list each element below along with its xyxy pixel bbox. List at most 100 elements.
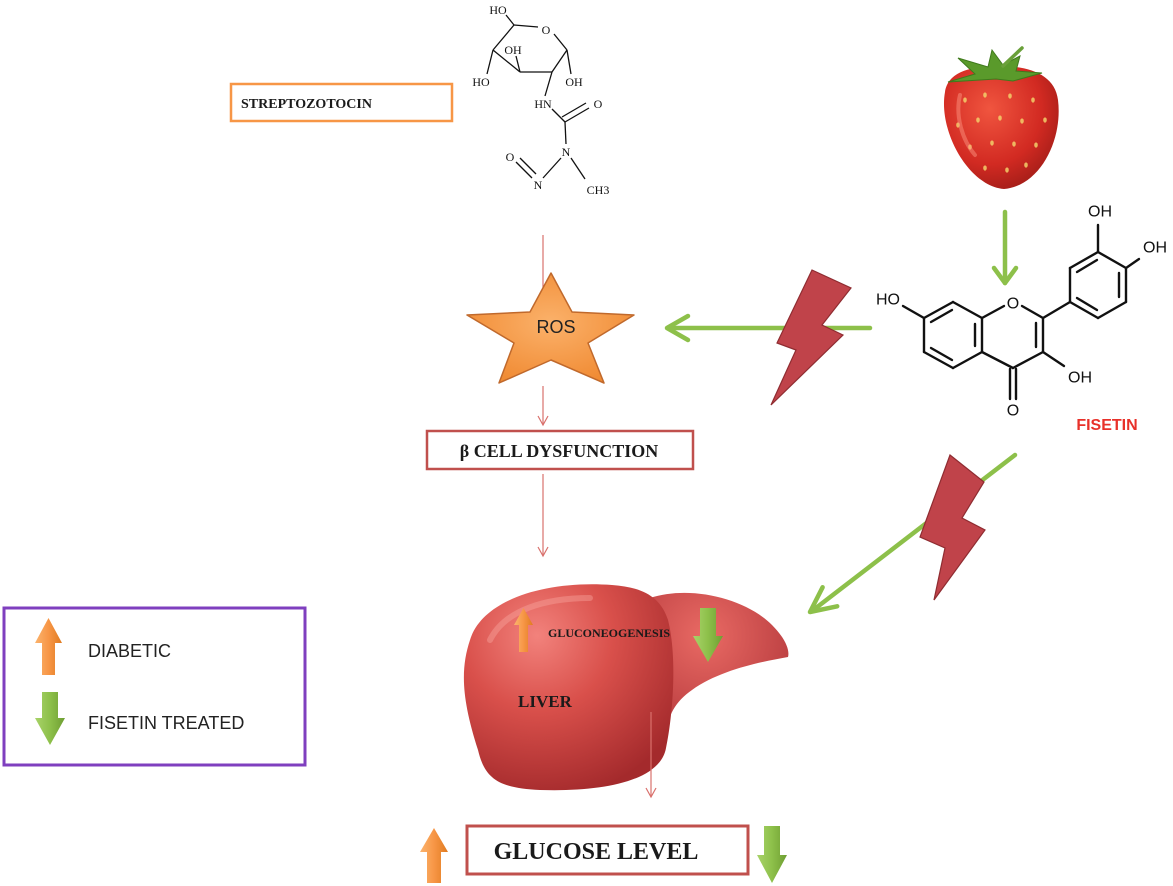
- seed: [968, 144, 972, 150]
- liver-left-lobe: [463, 584, 674, 791]
- atom-label: HO: [876, 292, 900, 309]
- glucose-box: GLUCOSE LEVEL: [465, 824, 750, 876]
- bond: [922, 300, 955, 320]
- bond: [1096, 250, 1128, 270]
- strawberry-stem: [1001, 46, 1024, 68]
- bond: [1068, 300, 1100, 320]
- bond: [486, 49, 494, 75]
- strawberry-icon: [943, 46, 1059, 189]
- beta-cell-label: β CELL DYSFUNCTION: [460, 441, 659, 461]
- bond: [513, 24, 539, 28]
- bond: [951, 350, 984, 370]
- seed: [956, 122, 960, 128]
- bond: [564, 107, 590, 123]
- atom-label: HO: [472, 75, 490, 89]
- bond: [922, 350, 955, 370]
- bond: [1041, 350, 1066, 368]
- seed: [1012, 141, 1016, 147]
- pathway-arrow-liver-to-glucose: [645, 712, 657, 799]
- streptozotocin-box: STREPTOZOTOCIN: [229, 82, 454, 123]
- strawberry-highlight: [956, 93, 977, 157]
- bond: [570, 157, 586, 180]
- bond: [1020, 304, 1045, 320]
- glucose-label: GLUCOSE LEVEL: [494, 839, 699, 865]
- lightning-bolt-icon: [770, 269, 852, 406]
- bond: [929, 308, 954, 324]
- liver-icon: [463, 584, 789, 791]
- legend-label-fisetin-treated: FISETIN TREATED: [88, 713, 244, 733]
- bond: [1075, 258, 1099, 274]
- liver-label: LIVER: [518, 692, 573, 711]
- arrow-line: [809, 452, 1018, 614]
- atom-label: O: [594, 97, 603, 111]
- bond: [519, 157, 537, 175]
- strawberry-body: [943, 66, 1059, 189]
- bond: [1041, 300, 1072, 320]
- lightning-bolt-icon: [919, 454, 986, 601]
- seed: [983, 165, 987, 171]
- bond: [492, 49, 521, 73]
- atom-label: OH: [504, 43, 522, 57]
- seed: [1024, 162, 1028, 168]
- fisetin-structure: OH OH HO O OH O: [876, 204, 1167, 420]
- seed: [1008, 93, 1012, 99]
- atom-label: O: [542, 23, 551, 37]
- star-icon: [466, 272, 635, 384]
- arrow-head: [537, 415, 549, 427]
- strawberry-seeds: [956, 92, 1047, 173]
- seed: [983, 92, 987, 98]
- bond: [492, 24, 515, 51]
- bond: [980, 304, 1006, 320]
- seed: [998, 115, 1002, 121]
- bond: [951, 300, 984, 320]
- arrow-down-icon: [35, 692, 65, 745]
- bond: [1068, 250, 1100, 270]
- arrow-up-icon: [35, 618, 62, 675]
- atom-label: OH: [1068, 370, 1092, 387]
- pathway-arrow-beta-to-liver: [537, 474, 549, 558]
- atom-label: CH3: [587, 183, 610, 197]
- bond: [551, 49, 568, 73]
- legend-label-diabetic: DIABETIC: [88, 641, 171, 661]
- atom-label: O: [1007, 296, 1019, 313]
- seed: [963, 97, 967, 103]
- seed: [990, 140, 994, 146]
- atom-label: O: [1007, 403, 1019, 420]
- bond: [561, 102, 587, 118]
- seed: [1005, 167, 1009, 173]
- seed: [1031, 97, 1035, 103]
- arrow-head: [664, 313, 691, 343]
- arrow-head: [991, 265, 1019, 286]
- arrow-head: [807, 585, 840, 615]
- arrow-head: [537, 546, 549, 558]
- bond: [1124, 257, 1141, 270]
- bond: [544, 71, 553, 97]
- bond: [542, 157, 562, 179]
- streptozotocin-box-border: [229, 82, 454, 123]
- legend: DIABETIC FISETIN TREATED: [2, 606, 307, 767]
- ros-star: ROS: [466, 272, 635, 384]
- bond: [564, 121, 567, 145]
- atom-label: OH: [1088, 204, 1112, 221]
- arrow-up-icon: [420, 828, 448, 883]
- arrow-strawberry-to-fisetin: [991, 209, 1019, 286]
- arrow-fisetin-to-liver: [807, 452, 1018, 615]
- streptozotocin-structure: HO O OH HO OH HN O N O N CH3: [472, 3, 609, 197]
- arrow-fisetin-to-ros: [664, 313, 873, 343]
- bond: [1096, 300, 1128, 320]
- atom-label: N: [562, 145, 571, 159]
- beta-cell-box: β CELL DYSFUNCTION: [425, 429, 695, 471]
- bond: [1075, 296, 1099, 312]
- streptozotocin-label: STREPTOZOTOCIN: [241, 97, 372, 112]
- atom-label: HN: [534, 97, 552, 111]
- beta-cell-box-border: [425, 429, 695, 471]
- bond: [901, 304, 926, 320]
- bond: [553, 33, 568, 51]
- pathway-arrow-ros-to-beta: [537, 386, 549, 427]
- gluconeogenesis-label: GLUCONEOGENESIS: [548, 626, 670, 640]
- atom-label: OH: [565, 75, 583, 89]
- bond: [566, 49, 572, 75]
- strawberry-leaves: [947, 48, 1043, 83]
- ros-label: ROS: [536, 317, 575, 337]
